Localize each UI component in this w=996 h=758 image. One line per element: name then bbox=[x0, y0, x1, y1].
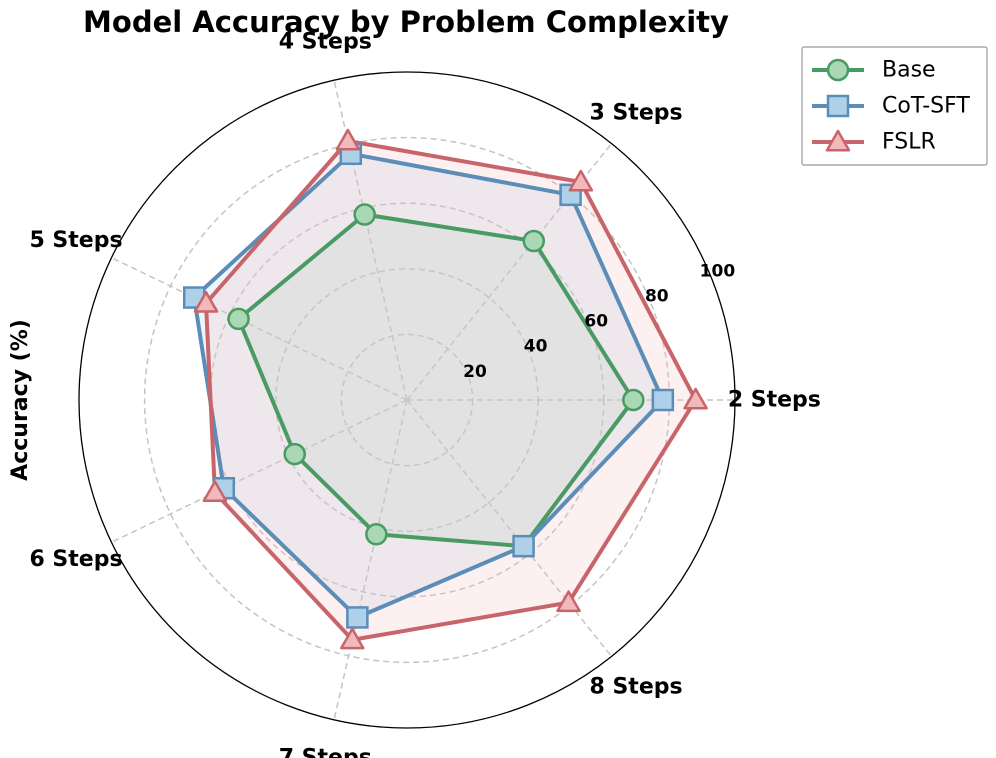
data-point-base bbox=[227, 307, 250, 331]
data-point-fslr bbox=[683, 387, 708, 410]
radar-grid bbox=[78, 71, 736, 729]
category-label: 7 Steps bbox=[279, 746, 372, 758]
category-label: 3 Steps bbox=[589, 100, 682, 125]
category-label: 2 Steps bbox=[728, 388, 821, 413]
category-labels: 2 Steps 3 Steps 4 Steps 5 Steps 6 Steps 7 Ste… bbox=[29, 29, 820, 758]
radial-tick-label: 80 bbox=[645, 287, 669, 307]
series-line-base bbox=[236, 212, 636, 549]
category-label: 6 Steps bbox=[29, 547, 122, 572]
series-markers bbox=[182, 128, 708, 650]
data-point-cot-sft bbox=[346, 606, 369, 629]
category-label: 4 Steps bbox=[279, 29, 372, 54]
data-point-fslr bbox=[568, 169, 594, 192]
data-point-base bbox=[522, 229, 546, 253]
spoke-line bbox=[333, 399, 408, 720]
series-fill-fslr bbox=[206, 141, 696, 640]
data-point-fslr bbox=[193, 290, 219, 313]
data-point-fslr bbox=[335, 128, 361, 151]
outer-circle bbox=[78, 71, 736, 729]
radial-tick-label: 100 bbox=[700, 261, 736, 281]
spoke-line bbox=[406, 399, 613, 657]
legend-label-base: Base bbox=[882, 58, 936, 83]
data-point-fslr bbox=[556, 590, 581, 613]
legend-marker-base bbox=[826, 58, 850, 82]
legend-marker-cot-sft bbox=[826, 94, 850, 118]
spoke-line bbox=[111, 399, 408, 543]
grid-circle bbox=[209, 202, 605, 598]
data-point-base bbox=[283, 442, 306, 466]
data-point-fslr bbox=[202, 480, 228, 503]
data-point-cot-sft bbox=[512, 534, 535, 558]
y-axis-label: Accuracy (%) bbox=[8, 319, 33, 481]
spoke-line bbox=[111, 257, 408, 401]
radial-tick-label: 40 bbox=[524, 337, 548, 357]
series-fill-cot-sft bbox=[194, 153, 663, 618]
series-lines bbox=[192, 139, 698, 642]
chart-title: Model Accuracy by Problem Complexity bbox=[83, 5, 729, 39]
legend-label-fslr: FSLR bbox=[882, 130, 936, 155]
data-point-fslr bbox=[340, 627, 365, 650]
series-fills bbox=[194, 141, 696, 640]
legend-box bbox=[801, 46, 988, 166]
data-point-base bbox=[365, 523, 388, 546]
legend-marker-fslr bbox=[825, 129, 851, 152]
radial-tick-labels: 20 40 60 80 100 bbox=[463, 261, 735, 381]
category-label: 5 Steps bbox=[29, 228, 122, 253]
radial-tick-label: 60 bbox=[584, 312, 608, 332]
data-point-cot-sft bbox=[651, 388, 675, 412]
data-point-base bbox=[622, 388, 645, 412]
category-label: 8 Steps bbox=[589, 675, 682, 700]
legend-label-cot-sft: CoT-SFT bbox=[882, 94, 970, 119]
series-fill-base bbox=[238, 214, 634, 547]
radial-tick-label: 20 bbox=[463, 362, 487, 382]
data-point-base bbox=[353, 203, 376, 226]
series-line-fslr bbox=[204, 139, 698, 642]
